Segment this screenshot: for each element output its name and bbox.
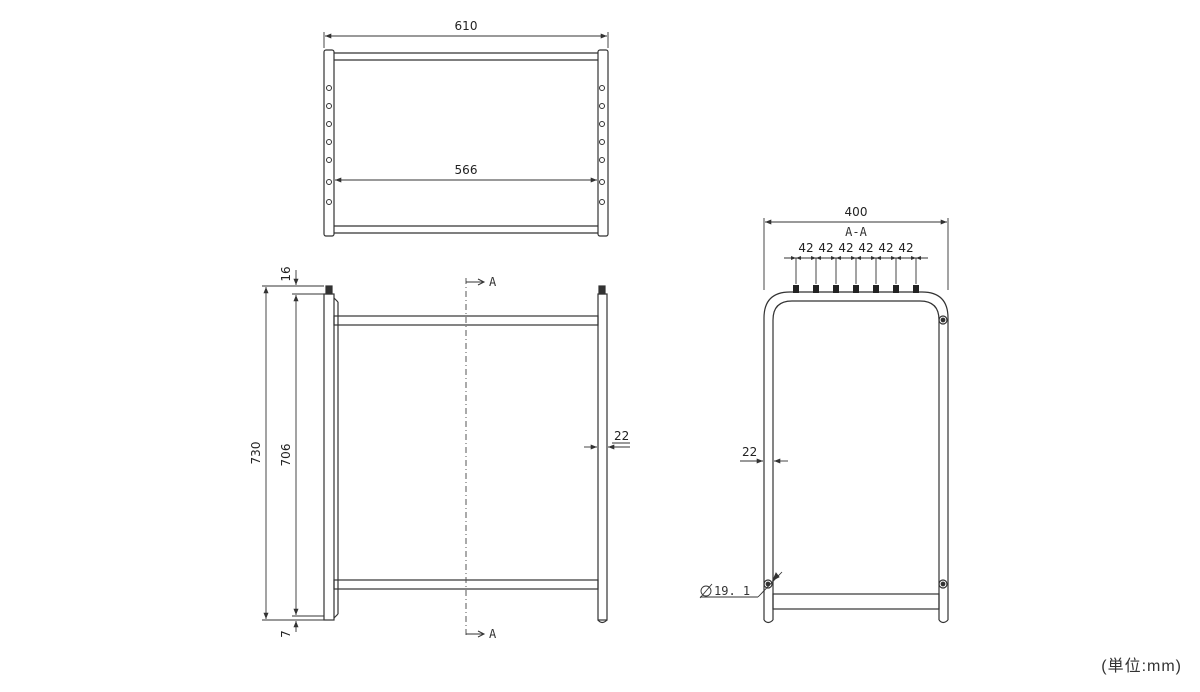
front-view-left-post — [323, 293, 335, 621]
top-view — [323, 49, 609, 237]
dim-front-22: 22 — [614, 429, 629, 443]
dim-7: 7 — [279, 630, 293, 638]
section-label-a-a: A-A — [845, 225, 867, 239]
dim-16: 16 — [279, 266, 293, 281]
pitch-labels: 42 42 42 42 42 42 — [798, 241, 913, 255]
front-view — [323, 285, 608, 624]
front-view-right-post — [597, 293, 608, 621]
dim-section-22: 22 — [742, 445, 757, 459]
dim-diameter-19-1: 19. 1 — [714, 584, 750, 598]
dim-566: 566 — [455, 163, 478, 177]
diameter-symbol-icon — [700, 585, 712, 597]
section-view-frame-outer — [763, 291, 949, 620]
section-view — [763, 291, 949, 624]
pitch-label: 42 — [858, 241, 873, 255]
section-marker-a-top: A — [489, 275, 497, 289]
dim-730: 730 — [249, 442, 263, 465]
top-view-left-holes — [326, 85, 332, 205]
pitch-label: 42 — [878, 241, 893, 255]
unit-label: (単位:mm) — [1101, 658, 1182, 675]
section-view-bottom-rail — [772, 593, 940, 610]
section-marker-a-bottom: A — [489, 627, 497, 641]
pitch-label: 42 — [898, 241, 913, 255]
dim-400: 400 — [845, 205, 868, 219]
pitch-label: 42 — [838, 241, 853, 255]
front-view-top-rail — [333, 315, 599, 326]
top-view-right-post — [597, 49, 609, 237]
top-view-left-post — [323, 49, 335, 237]
dim-706: 706 — [279, 444, 293, 467]
pitch-label: 42 — [798, 241, 813, 255]
pitch-label: 42 — [818, 241, 833, 255]
section-view-hanger-blocks — [793, 285, 919, 293]
section-view-frame-inner — [772, 300, 940, 620]
dim-610: 610 — [455, 19, 478, 33]
top-view-right-holes — [599, 85, 605, 205]
